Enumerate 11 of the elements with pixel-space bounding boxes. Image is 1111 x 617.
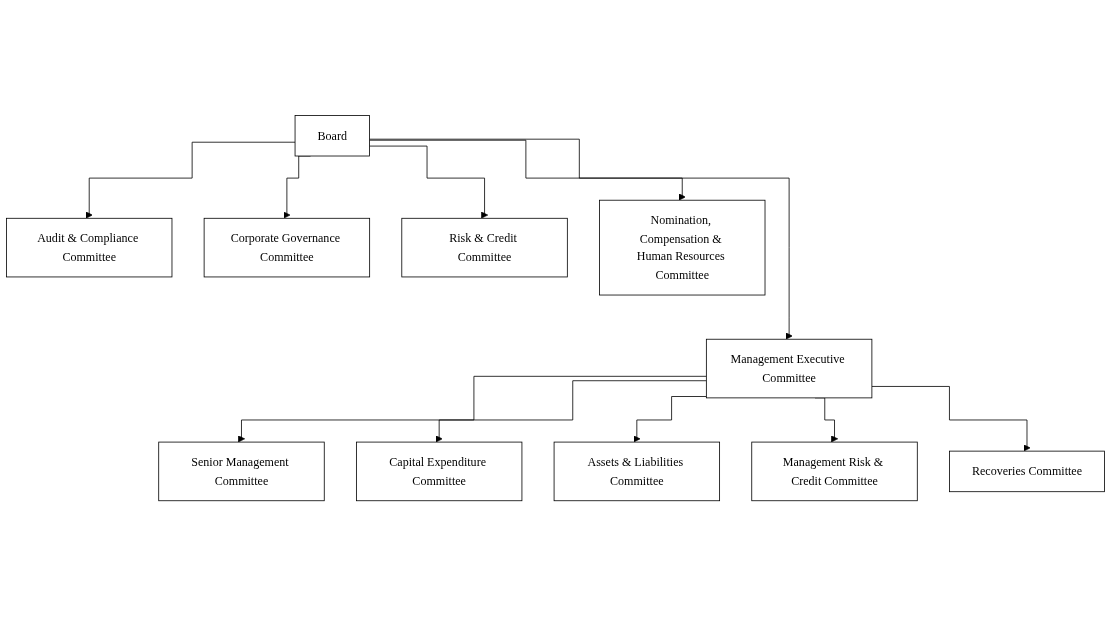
- node-box: Board: [294, 115, 370, 157]
- node-box: Management Risk & Credit Committee: [751, 442, 918, 502]
- node-box: Senior Management Committee: [158, 442, 325, 502]
- node-box: Corporate Governance Committee: [203, 218, 371, 278]
- node-box: Audit & Compliance Committee: [6, 218, 173, 278]
- node-box: Capital Expenditure Committee: [356, 442, 523, 502]
- node-box: Assets & Liabilities Committee: [553, 442, 720, 502]
- node-box: Risk & Credit Committee: [401, 218, 568, 278]
- node-box: Nomination, Compensation & Human Resources Committee: [599, 200, 766, 296]
- node-box: Recoveries Committee: [949, 451, 1105, 493]
- node-box: Management Executive Committee: [705, 339, 873, 399]
